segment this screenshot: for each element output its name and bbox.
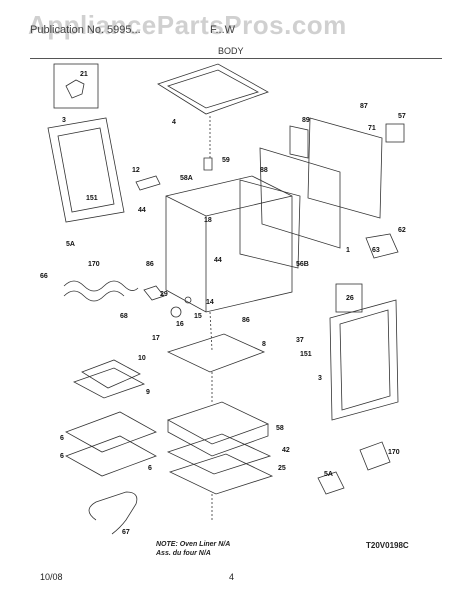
- callout-86b: 86: [242, 317, 250, 324]
- callout-68: 68: [120, 313, 128, 320]
- part-56b-insulation: [239, 179, 301, 269]
- callout-67: 67: [122, 529, 130, 536]
- callout-17: 17: [152, 335, 160, 342]
- part-3-door: [47, 117, 125, 223]
- callout-56b: 56B: [296, 261, 309, 268]
- part-42: [166, 433, 272, 475]
- callout-71: 71: [368, 125, 376, 132]
- part-26-box: [335, 283, 363, 313]
- diagram-code: T20V0198C: [366, 541, 409, 550]
- oven-cavity: [165, 175, 293, 313]
- part-57: [385, 123, 405, 143]
- callout-3: 3: [62, 117, 66, 124]
- part-88-rear-panel: [259, 147, 341, 249]
- callout-18: 18: [204, 217, 212, 224]
- part-170-hinge: [359, 441, 391, 471]
- callout-88: 88: [260, 167, 268, 174]
- part-6-rack: [65, 411, 157, 453]
- callout-5a-b: 5A: [324, 471, 333, 478]
- part-10-broiler-pan: [81, 359, 141, 389]
- callout-10: 10: [138, 355, 146, 362]
- part-9-broiler-insert: [73, 367, 145, 399]
- callout-25: 25: [278, 465, 286, 472]
- callout-12: 12: [132, 167, 140, 174]
- footer-page-number: 4: [229, 572, 235, 582]
- callout-87: 87: [360, 103, 368, 110]
- header-right-text: F...W: [210, 24, 236, 36]
- part-3-door-inner: [57, 127, 115, 213]
- callout-1: 1: [346, 247, 350, 254]
- part-16: [170, 306, 182, 318]
- part-box-21: [53, 63, 99, 109]
- callout-29: 29: [160, 291, 168, 298]
- part-59: [203, 157, 213, 171]
- callout-6b: 6: [60, 453, 64, 460]
- callout-14: 14: [206, 299, 214, 306]
- note-line-1: NOTE: Oven Liner N/A: [156, 541, 231, 548]
- part-58: [167, 401, 270, 445]
- callout-5a: 5A: [66, 241, 75, 248]
- callout-6c: 6: [148, 465, 152, 472]
- callout-26: 26: [346, 295, 354, 302]
- part-8-oven-bottom: [166, 333, 266, 373]
- part-62: [365, 233, 399, 259]
- header-left-text: Publication No. 5995...: [30, 24, 141, 36]
- part-67-bake-element: [88, 491, 138, 535]
- part-21-knob: [65, 79, 85, 99]
- callout-89: 89: [302, 117, 310, 124]
- callout-59: 59: [222, 157, 230, 164]
- part-71-back-panel: [307, 117, 383, 219]
- part-6-rack-lower: [65, 435, 157, 477]
- note-line-2: Ass. du four N/A: [156, 550, 211, 557]
- part-3-door-right: [329, 299, 399, 421]
- part-29: [143, 285, 165, 301]
- callout-170: 170: [88, 261, 100, 268]
- part-89-bracket: [289, 125, 309, 159]
- callout-62: 62: [398, 227, 406, 234]
- callout-9: 9: [146, 389, 150, 396]
- callout-42: 42: [282, 447, 290, 454]
- callout-6: 6: [60, 435, 64, 442]
- callout-57: 57: [398, 113, 406, 120]
- callout-66: 66: [40, 273, 48, 280]
- callout-44: 44: [138, 207, 146, 214]
- part-66-broil-element: [63, 280, 139, 292]
- callout-3b: 3: [318, 375, 322, 382]
- callout-37: 37: [296, 337, 304, 344]
- callout-44b: 44: [214, 257, 222, 264]
- callout-16: 16: [176, 321, 184, 328]
- callout-58: 58: [276, 425, 284, 432]
- callout-151b: 151: [300, 351, 312, 358]
- callout-170b: 170: [388, 449, 400, 456]
- part-4-top-panel: [157, 63, 269, 115]
- callout-4: 4: [172, 119, 176, 126]
- callout-21: 21: [80, 71, 88, 78]
- part-5a-hinge: [317, 471, 345, 495]
- part-12: [135, 175, 161, 191]
- callout-151: 151: [86, 195, 98, 202]
- callout-58a: 58A: [180, 175, 193, 182]
- watermark: AppliancePartsPros.com: [28, 10, 347, 40]
- callout-8: 8: [262, 341, 266, 348]
- part-14: [184, 296, 192, 304]
- callout-63: 63: [372, 247, 380, 254]
- callout-86: 86: [146, 261, 154, 268]
- oven-liner-note: NOTE: Oven Liner N/A Ass. du four N/A: [156, 540, 230, 558]
- footer-date: 10/08: [40, 572, 63, 582]
- part-25: [168, 453, 274, 495]
- callout-15: 15: [194, 313, 202, 320]
- section-title: BODY: [218, 46, 244, 56]
- header-rule: [30, 58, 442, 59]
